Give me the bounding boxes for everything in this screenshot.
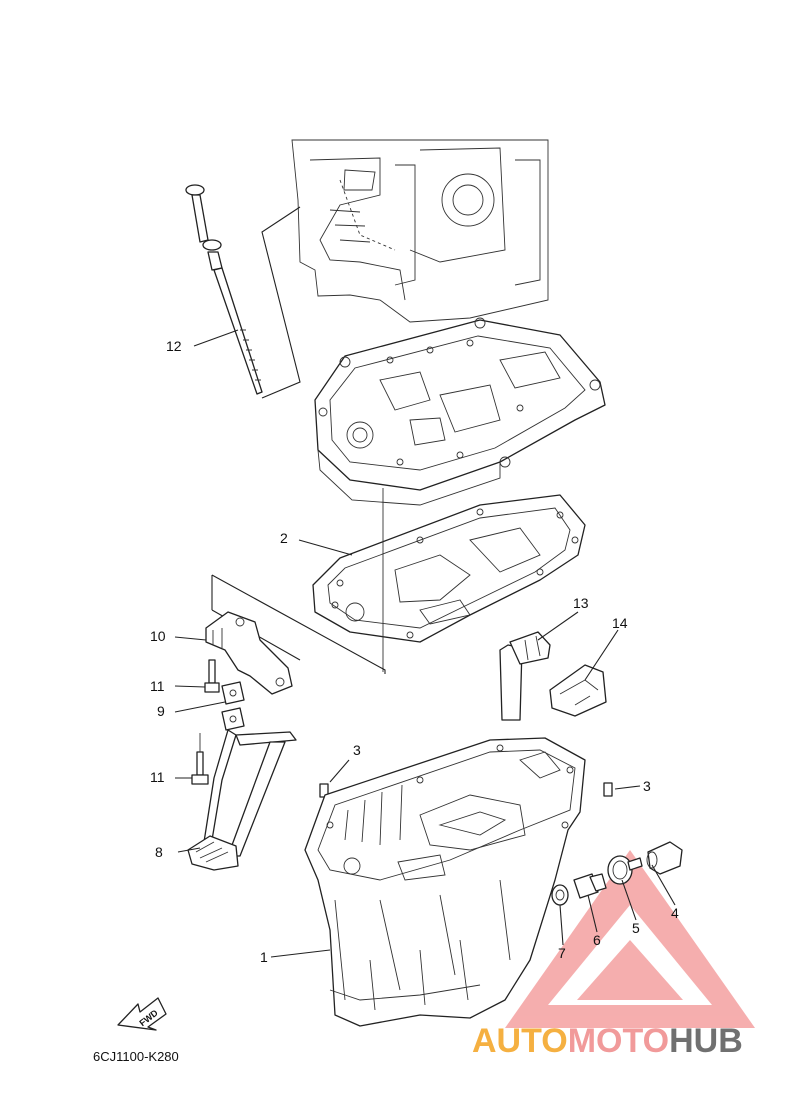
gasket bbox=[312, 494, 586, 643]
bracket-holder bbox=[205, 611, 293, 695]
exhaust-guide-plate bbox=[314, 317, 606, 506]
callout-12: 12 bbox=[166, 338, 182, 354]
callout-6: 6 bbox=[593, 932, 601, 948]
callout-9: 9 bbox=[157, 703, 165, 719]
hose bbox=[499, 631, 551, 721]
callout-4: 4 bbox=[671, 905, 679, 921]
drain-bolt-6 bbox=[573, 873, 607, 899]
fwd-arrow-icon: FWD bbox=[117, 997, 167, 1031]
callout-10: 10 bbox=[150, 628, 166, 644]
bolt-lower bbox=[191, 751, 209, 785]
watermark-auto: AUTO bbox=[472, 1022, 568, 1060]
watermark-logo-text: AUTOMOTOHUB bbox=[472, 1022, 743, 1060]
cylinder-block-outline bbox=[291, 139, 549, 323]
callout-3-right: 3 bbox=[643, 778, 651, 794]
watermark-moto: MOTO bbox=[568, 1022, 669, 1060]
dipstick bbox=[185, 184, 263, 395]
watermark-logo-triangle bbox=[505, 850, 755, 1028]
callout-11-upper: 11 bbox=[150, 678, 165, 694]
oil-pan bbox=[304, 737, 586, 1027]
hose-fitting-4 bbox=[646, 841, 683, 875]
dowel-pin-right bbox=[603, 782, 613, 797]
callout-1: 1 bbox=[260, 949, 268, 965]
holder-clip bbox=[549, 664, 607, 717]
callout-13: 13 bbox=[573, 595, 589, 611]
diagram-code: 6CJ1100-K280 bbox=[93, 1049, 179, 1064]
callout-3-left: 3 bbox=[353, 742, 361, 758]
clamp-5 bbox=[607, 855, 643, 885]
plate-9 bbox=[221, 681, 245, 731]
bolt-upper bbox=[204, 659, 220, 693]
callout-8: 8 bbox=[155, 844, 163, 860]
svg-text:AUTOMOTOHUB: AUTOMOTOHUB bbox=[472, 1022, 743, 1060]
callout-14: 14 bbox=[612, 615, 628, 631]
callout-7: 7 bbox=[558, 945, 566, 961]
oil-strainer bbox=[187, 729, 297, 871]
callout-11-lower: 11 bbox=[150, 769, 165, 785]
gasket-7 bbox=[551, 884, 569, 906]
callout-5: 5 bbox=[632, 920, 640, 936]
callout-2: 2 bbox=[280, 530, 288, 546]
watermark-hub: HUB bbox=[669, 1022, 743, 1060]
